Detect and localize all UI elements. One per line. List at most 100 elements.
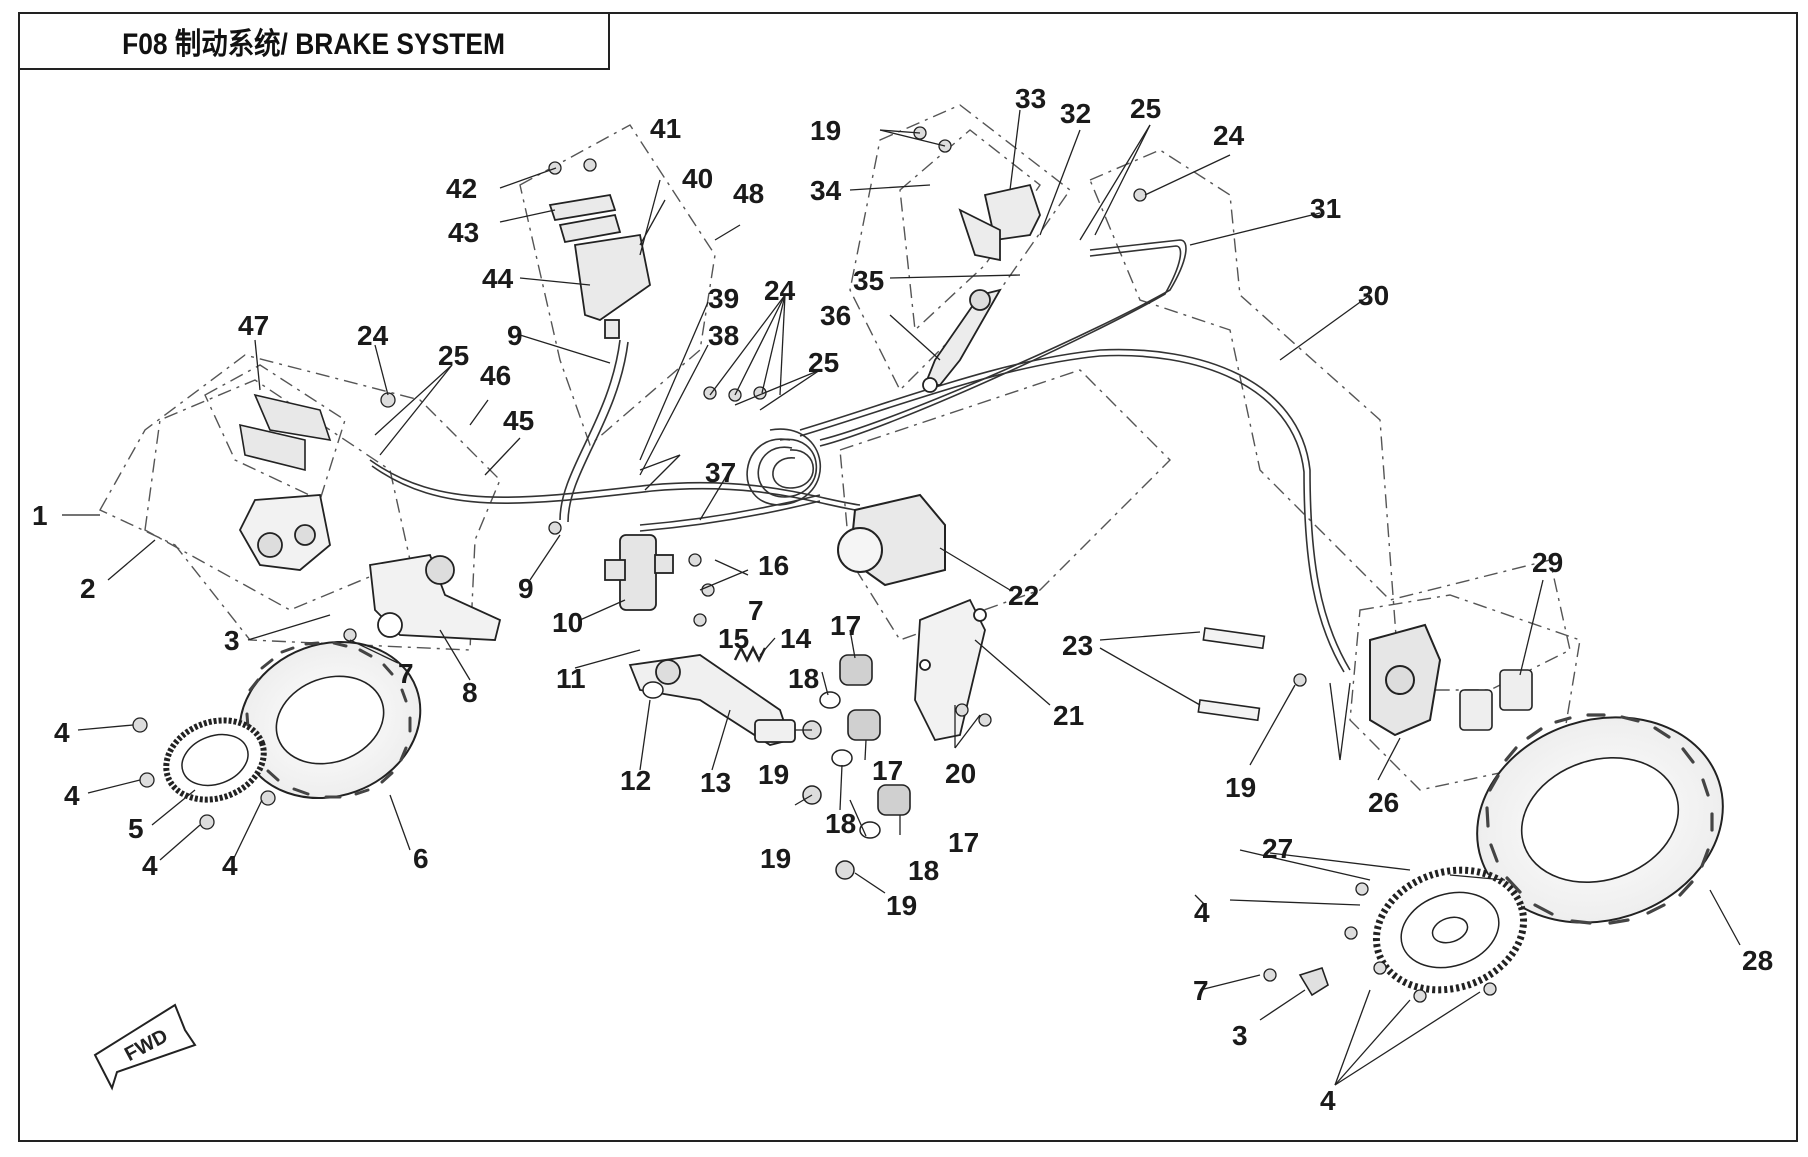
callout-label: 22 <box>1008 580 1039 611</box>
callout-label: 19 <box>810 115 841 146</box>
abs-unit-outline <box>839 369 1171 641</box>
callout-label: 32 <box>1060 98 1091 129</box>
callout-label: 7 <box>398 658 414 689</box>
callout-label: 19 <box>886 890 917 921</box>
callout-label: 26 <box>1368 787 1399 818</box>
front-caliper <box>1369 623 1442 737</box>
callout-label: 45 <box>503 405 534 436</box>
fwd-arrow: FWD <box>93 1003 197 1091</box>
callout-label: 31 <box>1310 193 1341 224</box>
callout-label: 23 <box>1062 630 1093 661</box>
front-line-outline <box>1089 149 1571 691</box>
callout-label: 3 <box>1232 1020 1248 1051</box>
rear-master-cylinder <box>604 534 674 611</box>
drawing-frame <box>18 12 1798 1142</box>
caliper-long-bolts <box>1197 627 1266 722</box>
callout-label: 2 <box>80 573 96 604</box>
callout-label: 9 <box>507 320 523 351</box>
callout-label: 29 <box>1532 547 1563 578</box>
callout-label: 19 <box>1225 772 1256 803</box>
abs-bracket <box>914 598 987 742</box>
abs-modulator <box>837 493 946 587</box>
front-brake-disc <box>1476 713 1724 925</box>
rear-caliper <box>238 494 502 641</box>
callout-label: 8 <box>462 677 478 708</box>
callout-label: 20 <box>945 758 976 789</box>
nuts <box>802 720 855 880</box>
callout-label: 34 <box>810 175 842 206</box>
callout-label: 14 <box>780 623 812 654</box>
brake-pedal <box>628 654 796 746</box>
callout-label: 17 <box>948 827 979 858</box>
callout-label: 7 <box>1193 975 1209 1006</box>
brake-lines <box>369 239 1351 673</box>
callout-label: 5 <box>128 813 144 844</box>
callout-label: 24 <box>1213 120 1245 151</box>
callout-label: 21 <box>1053 700 1084 731</box>
return-spring <box>733 645 767 663</box>
callout-label: 35 <box>853 265 884 296</box>
callout-label: 13 <box>700 767 731 798</box>
callout-label: 44 <box>482 263 514 294</box>
rear-brake-pads <box>239 393 332 472</box>
callout-label: 4 <box>1194 897 1210 928</box>
front-lever-assembly <box>922 183 1041 393</box>
callout-labels: 1 2 3 4 4 4 4 5 6 7 7 8 9 9 10 11 12 13 … <box>32 83 1773 1116</box>
callout-label: 4 <box>64 780 80 811</box>
callout-label: 42 <box>446 173 477 204</box>
callout-label: 40 <box>682 163 713 194</box>
front-abs-ring <box>1372 866 1528 994</box>
callout-label: 15 <box>718 623 749 654</box>
callout-label: 1 <box>32 500 48 531</box>
callout-label: 18 <box>825 808 856 839</box>
callout-label: 41 <box>650 113 681 144</box>
callout-label: 47 <box>238 310 269 341</box>
callout-label: 16 <box>758 550 789 581</box>
callout-label: 24 <box>357 320 389 351</box>
front-brake-pads <box>1459 669 1533 731</box>
pad-kit-outline <box>204 364 346 501</box>
callout-label: 43 <box>448 217 479 248</box>
callout-label: 4 <box>222 850 238 881</box>
callout-label: 18 <box>908 855 939 886</box>
callout-label: 12 <box>620 765 651 796</box>
callout-label: 25 <box>1130 93 1161 124</box>
callout-label: 6 <box>413 843 429 874</box>
title-box: F08 制动系统/ BRAKE SYSTEM <box>18 12 610 70</box>
callout-label: 25 <box>808 347 839 378</box>
callout-label: 17 <box>830 610 861 641</box>
callout-label: 48 <box>733 178 764 209</box>
callout-label: 4 <box>54 717 70 748</box>
front-brake-lever <box>923 288 1002 386</box>
callout-label: 25 <box>438 340 469 371</box>
callout-label: 11 <box>556 663 586 694</box>
callout-label: 27 <box>1262 833 1293 864</box>
master-cylinder-outline <box>519 124 716 447</box>
callout-label: 19 <box>758 759 789 790</box>
callout-label: 9 <box>518 573 534 604</box>
callout-label: 10 <box>552 607 583 638</box>
rear-abs-ring <box>163 717 267 803</box>
rear-brake-disc <box>238 640 422 800</box>
leader-lines <box>62 109 1741 1086</box>
callout-label: 3 <box>224 625 240 656</box>
callout-label: 46 <box>480 360 511 391</box>
rear-caliper-group-outline <box>99 354 501 651</box>
rubber-dampers <box>839 654 911 816</box>
callout-label: 17 <box>872 755 903 786</box>
callout-label: 38 <box>708 320 739 351</box>
callout-label: 36 <box>820 300 851 331</box>
callout-label: 30 <box>1358 280 1389 311</box>
callout-label: 19 <box>760 843 791 874</box>
callout-label: 37 <box>705 457 736 488</box>
callout-label: 33 <box>1015 83 1046 114</box>
callout-label: 7 <box>748 595 764 626</box>
rear-master-reservoir <box>548 193 651 339</box>
callout-label: 28 <box>1742 945 1773 976</box>
small-fasteners <box>132 126 1497 1003</box>
callout-label: 4 <box>142 850 158 881</box>
callout-label: 24 <box>764 275 796 306</box>
front-speed-sensor <box>1298 967 1329 997</box>
